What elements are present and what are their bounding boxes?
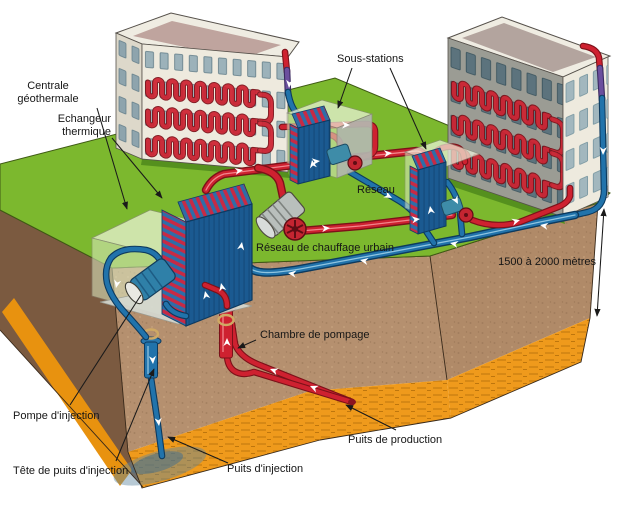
central-heat-exchanger (161, 183, 253, 327)
leader-pompe-injection (69, 294, 142, 406)
leader-echangeur (111, 137, 163, 199)
leader-puits-injection (167, 436, 229, 464)
right-building-front-face (447, 37, 563, 218)
label-echangeur-line1: Echangeur (58, 113, 112, 125)
label-puits-injection: Puits d'injection (227, 463, 303, 475)
label-reseau: Réseau (357, 184, 395, 196)
left-building-side-face (115, 32, 143, 160)
leader-sous-station-1 (337, 67, 353, 109)
window-grid (116, 33, 142, 160)
left-building-roof-inner (133, 21, 281, 59)
heat-exchanger-face (417, 161, 447, 235)
label-reseau-chauffage-urbain: Réseau de chauffage urbain (256, 242, 394, 254)
network-pump (255, 191, 307, 241)
label-centrale-line1: Centrale (27, 80, 69, 92)
leader-tete-puits (115, 368, 155, 462)
leader-chambre (237, 339, 257, 349)
label-pompe-injection: Pompe d'injection (13, 410, 100, 422)
substation-1 (285, 99, 374, 185)
left-building-front-face (141, 43, 289, 173)
leader-sous-station-2 (389, 67, 427, 150)
leader-puits-production (345, 404, 397, 431)
right-building-roof-inner (462, 23, 596, 72)
leader-lines (69, 67, 607, 464)
leader-centrale (96, 107, 128, 210)
label-centrale-line2: géothermale (17, 93, 78, 105)
production-well-pipe (227, 324, 356, 405)
left-building (114, 12, 300, 178)
central-plant (90, 183, 253, 337)
label-sous-stations: Sous-stations (337, 53, 404, 65)
circulation-pump (326, 143, 363, 171)
depth-double-arrow (594, 208, 607, 317)
production-pipe-tip (348, 399, 356, 405)
aquifer-front-texture (128, 380, 451, 488)
heating-coils (148, 79, 271, 165)
label-tete-puits-injection: Tête de puits d'injection (13, 465, 128, 477)
heat-exchanger-face (297, 119, 331, 185)
aquifer-right-texture (447, 318, 590, 418)
window-grid (563, 56, 608, 217)
label-echangeur-line2: thermique (62, 126, 111, 138)
right-building-side-face (562, 56, 609, 218)
label-puits-production: Puits de production (348, 434, 442, 446)
heat-exchanger-side (289, 123, 299, 185)
labels: Centrale géothermale Echangeur thermique… (13, 53, 596, 477)
right-building (446, 16, 612, 224)
earth-right-texture (430, 203, 598, 380)
label-chambre-pompage: Chambre de pompage (260, 329, 369, 341)
label-profondeur: 1500 à 2000 mètres (498, 256, 596, 268)
window-grid (142, 44, 288, 173)
rotor-hub (292, 226, 298, 232)
valve-wheel-icon (217, 313, 235, 327)
heat-exchanger-side (409, 165, 419, 235)
heat-exchanger-face (185, 203, 253, 327)
